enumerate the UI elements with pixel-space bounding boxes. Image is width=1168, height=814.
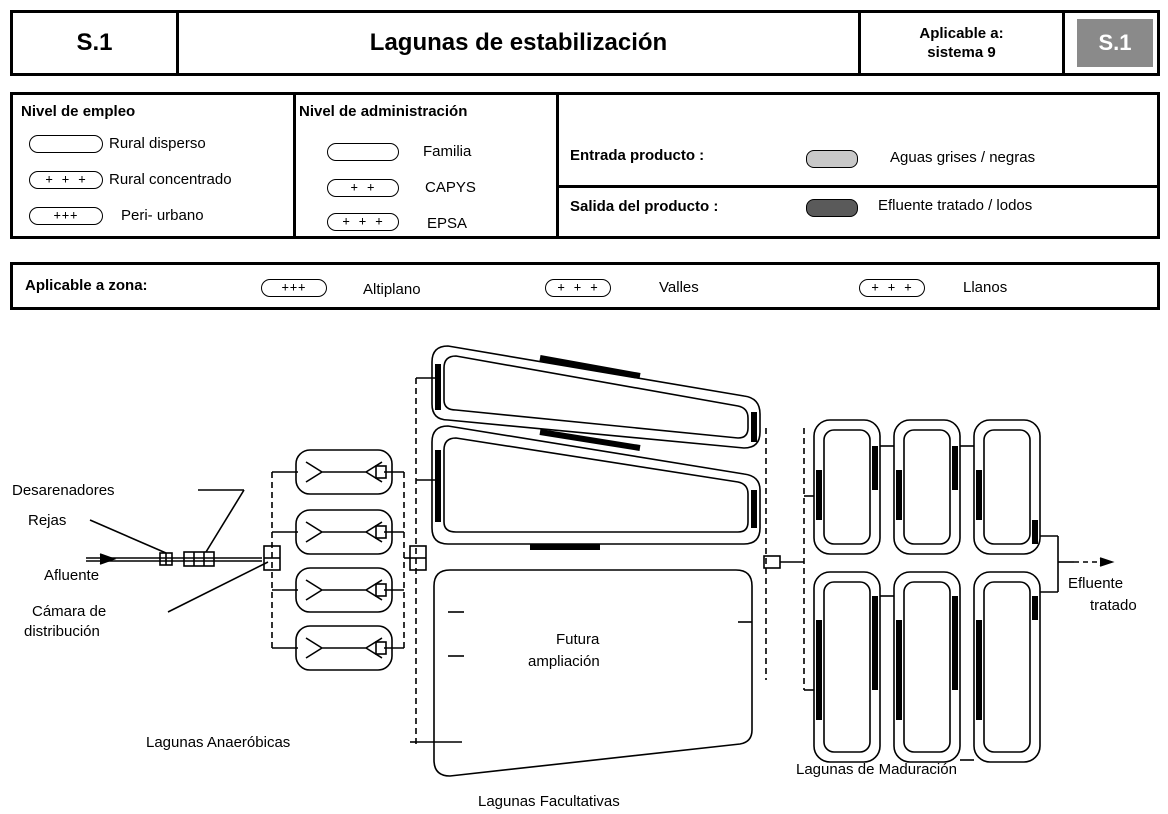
facultative-lagoon-2 xyxy=(431,425,761,550)
zona-panel: Aplicable a zona: +++ Altiplano + + + Va… xyxy=(10,262,1160,310)
empleo-label-3: Peri- urbano xyxy=(121,207,204,224)
zona-label: Aplicable a zona: xyxy=(25,277,148,294)
label-camara-1: Cámara de xyxy=(32,603,106,620)
maturation-lagoon-4 xyxy=(813,571,881,763)
inflow-line xyxy=(86,553,262,565)
facultative-outlet-manifold xyxy=(765,428,805,690)
facultative-lagoon-1 xyxy=(431,345,761,449)
admin-label-1: Familia xyxy=(423,143,472,160)
label-efluente-1: Efluente xyxy=(1068,575,1123,592)
distribution-chamber-1 xyxy=(263,545,281,571)
anaerobic-inlet-manifold xyxy=(271,472,405,648)
page-title: Lagunas de estabilización xyxy=(179,13,861,73)
empleo-label-1: Rural disperso xyxy=(109,135,206,152)
salida-swatch xyxy=(806,199,858,217)
zona-label-valles: Valles xyxy=(659,279,699,296)
zona-label-altiplano: Altiplano xyxy=(363,281,421,298)
maturation-lagoon-5 xyxy=(893,571,961,763)
entrada-row: Entrada producto : Aguas grises / negras xyxy=(556,95,1157,188)
label-rejas: Rejas xyxy=(28,512,66,529)
header-bar: S.1 Lagunas de estabilización Aplicable … xyxy=(10,10,1160,76)
future-expansion-area xyxy=(433,569,753,777)
outlet-arrowhead xyxy=(1099,557,1115,567)
rejas-leader xyxy=(89,519,167,554)
maturation-lagoon-1 xyxy=(813,419,881,555)
label-efluente-2: tratado xyxy=(1090,597,1137,614)
label-camara-2: distribución xyxy=(24,623,100,640)
sheet-badge: S.1 xyxy=(1077,19,1153,67)
empleo-symbol-3: +++ xyxy=(29,207,103,225)
maturation-lagoon-6 xyxy=(973,571,1041,763)
zona-symbol-3: + + + xyxy=(859,279,925,297)
applicable-line-1: Aplicable a: xyxy=(919,25,1004,42)
empleo-symbol-2: + + + xyxy=(29,171,103,189)
anaerobic-lagoon-4 xyxy=(295,625,393,671)
maturation-lagoon-3 xyxy=(973,419,1041,555)
salida-label: Salida del producto : xyxy=(570,198,719,215)
salida-value: Efluente tratado / lodos xyxy=(878,197,1033,214)
maturation-lagoon-2 xyxy=(893,419,961,555)
nivel-administracion-heading: Nivel de administración xyxy=(299,103,468,120)
nivel-empleo-heading: Nivel de empleo xyxy=(21,103,136,120)
maturation-links xyxy=(804,445,974,761)
anaerobic-lagoon-2 xyxy=(295,509,393,555)
label-desarenadores: Desarenadores xyxy=(12,482,115,499)
zona-label-llanos: Llanos xyxy=(963,279,1008,296)
admin-label-2: CAPYS xyxy=(425,179,476,196)
anaerobic-lagoon-3 xyxy=(295,567,393,613)
maturation-inlet-chamber xyxy=(763,555,804,569)
label-futura-1: Futura xyxy=(556,631,600,648)
nivel-empleo-section: Nivel de empleo Rural disperso + + + Rur… xyxy=(13,95,296,236)
admin-label-3: EPSA xyxy=(427,215,468,232)
empleo-label-2: Rural concentrado xyxy=(109,171,232,188)
label-anaerobicas: Lagunas Anaeróbicas xyxy=(146,734,290,751)
levels-panel: Nivel de empleo Rural disperso + + + Rur… xyxy=(10,92,1160,239)
desarenadores-symbol xyxy=(183,551,215,567)
label-facultativas: Lagunas Facultativas xyxy=(478,793,620,810)
entrada-label: Entrada producto : xyxy=(570,147,705,164)
empleo-symbol-1 xyxy=(29,135,103,153)
label-afluente: Afluente xyxy=(44,567,99,584)
zona-symbol-2: + + + xyxy=(545,279,611,297)
admin-symbol-3: + + + xyxy=(327,213,399,231)
nivel-administracion-section: Nivel de administración Familia + + CAPY… xyxy=(293,95,559,236)
camara-leader xyxy=(167,561,269,613)
producto-section: Entrada producto : Aguas grises / negras… xyxy=(556,95,1157,236)
anaerobic-lagoon-1 xyxy=(295,449,393,495)
desarenadores-leader-2 xyxy=(205,489,245,553)
admin-symbol-1 xyxy=(327,143,399,161)
applicable-line-2: sistema 9 xyxy=(927,44,996,61)
anaerobic-connectors xyxy=(272,471,404,649)
label-maduracion: Lagunas de Maduración xyxy=(796,761,957,778)
rejas-symbol xyxy=(159,552,173,566)
admin-symbol-2: + + xyxy=(327,179,399,197)
outlet-collector xyxy=(1040,535,1074,593)
entrada-swatch xyxy=(806,150,858,168)
label-futura-2: ampliación xyxy=(528,653,600,670)
sheet-code: S.1 xyxy=(13,13,179,73)
distribution-chamber-2 xyxy=(409,545,427,571)
applicable-system: Aplicable a: sistema 9 xyxy=(861,13,1065,73)
zona-symbol-1: +++ xyxy=(261,279,327,297)
entrada-value: Aguas grises / negras xyxy=(890,149,1036,166)
